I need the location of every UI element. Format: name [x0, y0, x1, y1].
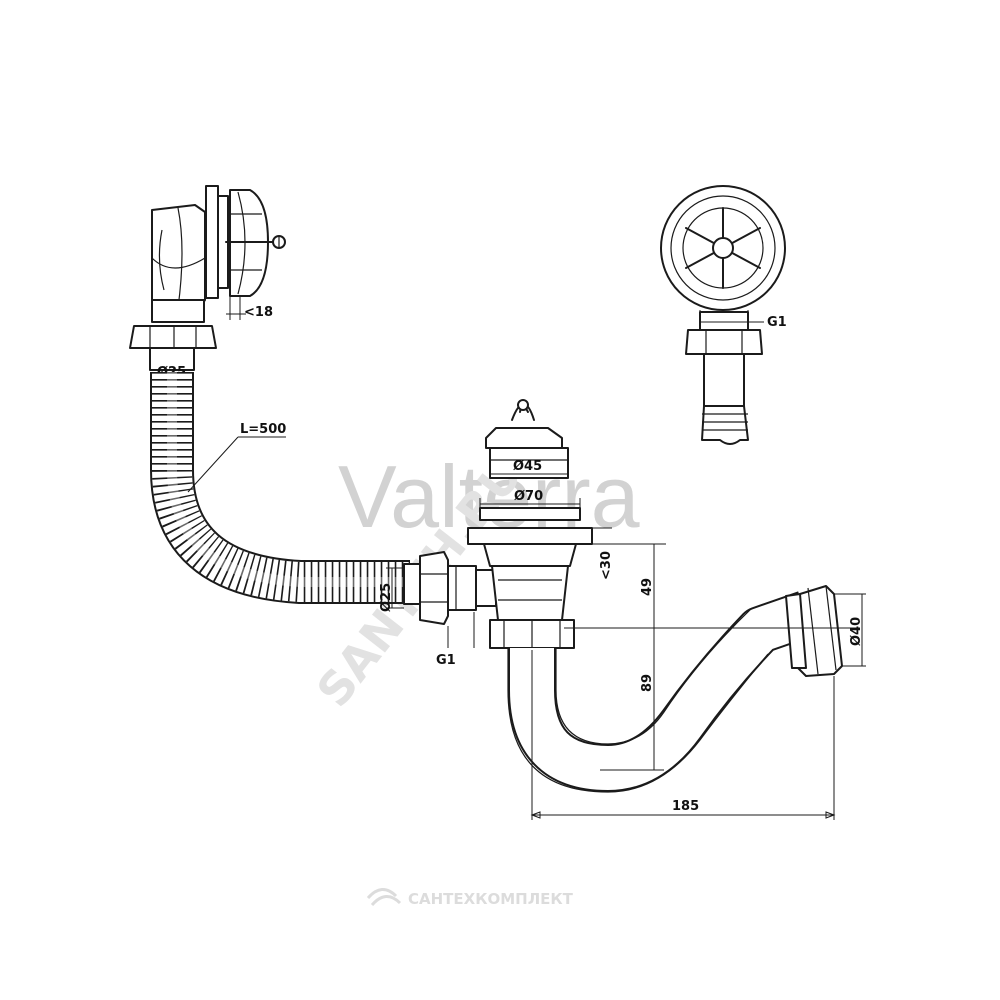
svg-text:<30: <30: [599, 551, 614, 580]
s-trap: [507, 585, 843, 793]
dim-trap-height: 89: [600, 628, 664, 771]
svg-text:Ø70: Ø70: [514, 489, 543, 504]
svg-text:<18: <18: [244, 305, 273, 320]
svg-text:Ø25: Ø25: [379, 583, 394, 612]
dim-plug-dia: Ø45: [489, 452, 569, 476]
dim-hose-length: L=500: [187, 422, 286, 493]
svg-text:Ø40: Ø40: [849, 617, 864, 646]
svg-text:49: 49: [640, 578, 655, 596]
dim-inlet-thread: G1: [436, 612, 475, 668]
dim-outlet-dia: Ø40: [834, 593, 866, 667]
drain-flange: [467, 507, 593, 649]
overflow-assembly: [129, 185, 286, 371]
svg-text:89: 89: [640, 674, 655, 692]
dim-inlet-pipe-dia: Ø25: [379, 567, 404, 612]
svg-text:G1: G1: [767, 315, 787, 330]
dim-total-width: 185: [530, 650, 836, 820]
inlet-nut: [403, 551, 497, 625]
svg-text:САНТЕХКОМПЛЕКТ: САНТЕХКОМПЛЕКТ: [408, 890, 574, 908]
dim-overflow-offset: <18: [226, 296, 273, 320]
corrugated-hose: [150, 372, 410, 604]
svg-text:G1: G1: [436, 653, 456, 668]
svg-text:185: 185: [672, 799, 699, 814]
dim-overflow-thread: G1: [699, 310, 787, 330]
dim-flange-dia: Ø70: [479, 489, 581, 508]
dim-drain-height: 49: [564, 543, 860, 629]
svg-text:Ø45: Ø45: [513, 459, 542, 474]
svg-text:L=500: L=500: [240, 422, 286, 437]
footer-watermark: САНТЕХКОМПЛЕКТ: [366, 888, 574, 908]
footer-logo-icon: [366, 888, 402, 907]
